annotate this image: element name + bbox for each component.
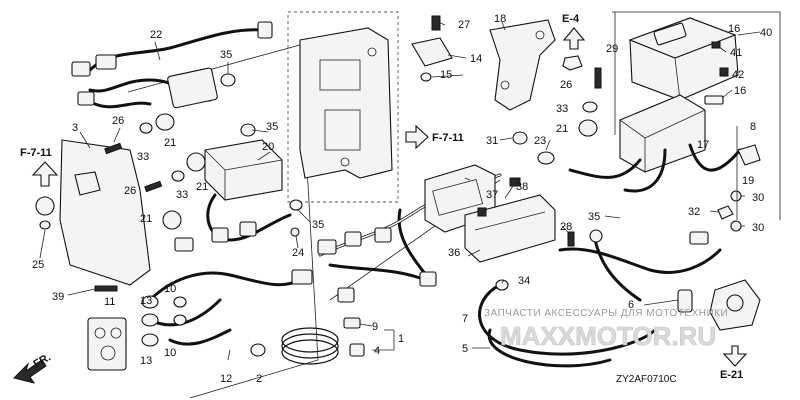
leader-lines	[39, 21, 761, 361]
ref-f711-left: F-7-11	[20, 147, 52, 159]
bolts-26-33-21	[39, 113, 206, 230]
watermark-line1: ЗАПЧАСТИ АКСЕССУАРЫ ДЛЯ МОТОТЕХНИКИ	[484, 308, 728, 319]
fuse-box-40	[628, 17, 739, 105]
dashed-frame-bracket	[287, 11, 399, 203]
sensor-14	[411, 15, 453, 82]
callout-6: 6	[628, 299, 634, 311]
arrow-e4	[562, 27, 586, 50]
fuse-holder	[568, 94, 742, 193]
callout-37: 37	[486, 189, 498, 201]
relay-20	[174, 123, 303, 252]
callout-35: 35	[220, 49, 232, 61]
callout-8: 8	[750, 121, 756, 133]
bracket-3	[35, 139, 151, 286]
callout-10: 10	[164, 283, 176, 295]
bracket-18	[489, 19, 556, 111]
arrow-f711-left	[31, 161, 59, 187]
misc-small-parts	[512, 67, 761, 232]
ref-f711-center: F-7-11	[432, 132, 464, 144]
diagram-code: ZY2AF0710C	[616, 374, 677, 385]
callout-35: 35	[312, 219, 324, 231]
front-arrow	[13, 359, 47, 384]
callout-2: 2	[256, 373, 262, 385]
callout-33: 33	[137, 151, 149, 163]
sub-harness-22	[71, 21, 273, 109]
callout-30: 30	[752, 222, 764, 234]
callout-3: 3	[72, 122, 78, 134]
callout-41: 41	[730, 47, 742, 59]
callout-35: 35	[266, 121, 278, 133]
callout-35: 35	[588, 211, 600, 223]
callout-21: 21	[556, 123, 568, 135]
callout-39: 39	[52, 291, 64, 303]
callout-13: 13	[140, 295, 152, 307]
callout-11: 11	[104, 296, 115, 308]
arrow-f711-center	[405, 124, 429, 150]
callout-18: 18	[494, 13, 506, 25]
battery-cables	[478, 229, 761, 368]
callout-9: 9	[372, 321, 378, 333]
arrow-e21	[722, 345, 748, 367]
callout-40: 40	[760, 27, 772, 39]
callout-23: 23	[534, 135, 546, 147]
callout-16: 16	[734, 85, 746, 97]
callout-20: 20	[262, 141, 274, 153]
callout-21: 21	[140, 213, 152, 225]
callout-12: 12	[220, 373, 232, 385]
main-harness-7	[317, 164, 556, 287]
callout-26: 26	[124, 185, 136, 197]
callout-14: 14	[470, 53, 482, 65]
starter-switch-plate-11	[87, 285, 127, 371]
callout-15: 15	[440, 69, 452, 81]
callout-13: 13	[140, 355, 152, 367]
callout-31: 31	[486, 135, 498, 147]
callout-42: 42	[732, 69, 744, 81]
callout-28: 28	[560, 221, 572, 233]
callout-10: 10	[164, 347, 176, 359]
callout-21: 21	[196, 181, 208, 193]
callout-21: 21	[164, 137, 176, 149]
callout-30: 30	[752, 192, 764, 204]
sub-harness-12	[141, 269, 355, 357]
cable-coil-4	[281, 317, 365, 365]
callout-24: 24	[292, 247, 304, 259]
callout-26: 26	[560, 79, 572, 91]
callout-29: 29	[606, 43, 618, 55]
callout-32: 32	[688, 206, 700, 218]
callout-27: 27	[458, 19, 470, 31]
nut-26	[562, 55, 583, 71]
callout-17: 17	[697, 139, 709, 151]
ref-e4: E-4	[562, 13, 580, 25]
front-label: FR.	[32, 351, 53, 370]
callout-33: 33	[556, 103, 568, 115]
group-outline-left	[127, 44, 319, 399]
callout-5: 5	[462, 343, 468, 355]
callout-7: 7	[462, 313, 468, 325]
callout-16: 16	[728, 23, 740, 35]
mounting-plate	[299, 27, 393, 179]
group-outline-fusebox	[612, 11, 781, 220]
callout-19: 19	[742, 175, 754, 187]
callout-numbers: 22 35 3 26 33 21 35 20 33 21 26 25 21 35…	[32, 13, 772, 385]
callout-26: 26	[112, 115, 124, 127]
watermark-line2: MAXXMOTOR.RU	[500, 321, 716, 351]
callout-36: 36	[448, 247, 460, 259]
grommet-35	[220, 73, 236, 87]
callout-25: 25	[32, 259, 44, 271]
callout-1: 1	[398, 333, 404, 345]
callout-34: 34	[518, 275, 530, 287]
callout-22: 22	[150, 29, 162, 41]
callout-38: 38	[516, 181, 528, 193]
callout-33: 33	[176, 189, 188, 201]
ref-e21: E-21	[720, 369, 743, 381]
callout-4: 4	[374, 345, 380, 357]
